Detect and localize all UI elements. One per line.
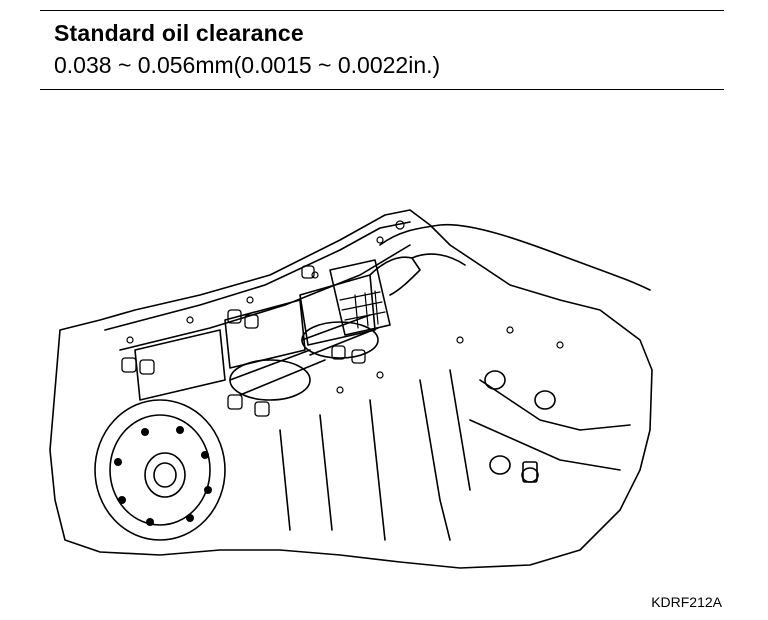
top-rule [40,10,724,11]
engine-block-illustration [49,209,653,569]
spec-box: Standard oil clearance 0.038 ~ 0.056mm(0… [40,10,724,90]
spec-value: 0.038 ~ 0.056mm(0.0015 ~ 0.0022in.) [54,52,441,78]
figure-code: KDRF212A [651,594,722,610]
bottom-rule [40,89,724,90]
spec-title: Standard oil clearance [54,20,304,46]
